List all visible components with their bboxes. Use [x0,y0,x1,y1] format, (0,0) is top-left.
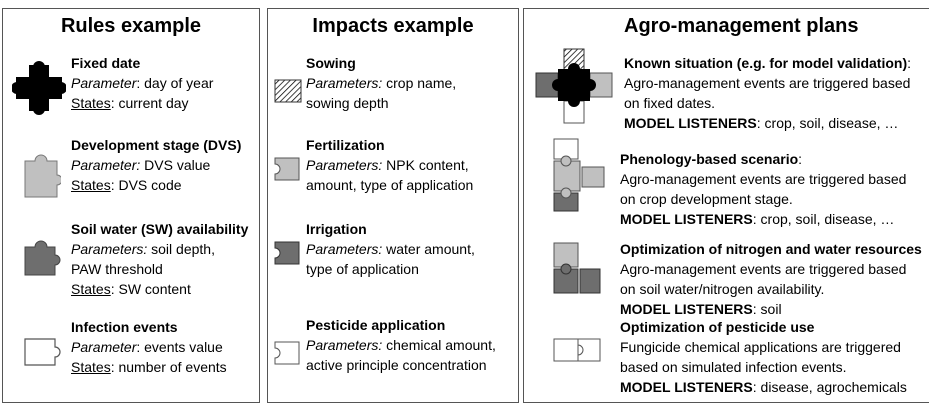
puzzle-piece-dark-gray-icon [24,240,61,276]
param-value: : day of year [136,75,214,91]
listeners-value: : soil [752,301,782,317]
param-value: chemical amount, [382,337,496,353]
param-label: Parameters: [306,157,383,173]
listeners-label: MODEL LISTENERS [620,301,753,317]
composite-puzzle-phenology-icon [553,138,605,212]
rule-name: Soil water (SW) availability [71,221,249,237]
listeners-label: MODEL LISTENERS [624,115,757,131]
states-label: States [71,177,111,193]
composite-puzzle-known-situation-icon [535,48,613,124]
impact-name: Pesticide application [306,317,446,333]
param-value-cont: PAW threshold [71,261,163,277]
puzzle-piece-white-icon [24,338,61,366]
hatched-block-icon [274,79,302,103]
puzzle-piece-light-gray-icon [24,154,61,198]
plan-name-suffix: : [798,151,803,167]
rule-infection: Infection events Parameter: events value… [71,317,227,377]
rules-title: Rules example [60,15,202,37]
plan-pesticide: Optimization of pesticide use Fungicide … [620,317,907,397]
states-label: States [71,281,111,297]
plan-name: Optimization of nitrogen and water resou… [620,241,922,257]
param-value: soil depth, [147,241,215,257]
rule-dvs: Development stage (DVS) Parameter: DVS v… [71,135,241,195]
plan-desc-line1: Agro-management events are triggered bas… [620,261,907,277]
param-value-cont: amount, type of application [306,177,474,193]
param-label: Parameter [71,75,137,91]
plans-title: Agro-management plans [624,15,859,37]
param-value: NPK content, [382,157,469,173]
param-value: crop name, [382,75,457,91]
states-value: : number of events [110,359,227,375]
states-value: : current day [110,95,189,111]
dark-gray-socket-icon [274,241,300,265]
listeners-label: MODEL LISTENERS [620,211,753,227]
listeners-label: MODEL LISTENERS [620,379,753,395]
rule-name: Development stage (DVS) [71,137,242,153]
rules-panel: Rules example Fixed date Parameter: day … [2,8,260,403]
plans-panel: Agro-management plans Known situation (e… [523,8,929,403]
param-value-cont: type of application [306,261,419,277]
plan-name-suffix: : [907,55,912,71]
param-label: Parameters: [71,241,148,257]
composite-puzzle-pesticide-icon [553,338,601,362]
impact-sowing: Sowing Parameters: crop name, sowing dep… [306,53,456,113]
rule-soil-water: Soil water (SW) availability Parameters:… [71,219,248,299]
puzzle-piece-black-icon [12,61,66,115]
impact-irrigation: Irrigation Parameters: water amount, typ… [306,219,475,279]
impacts-title: Impacts example [312,15,474,37]
param-value: : events value [136,339,223,355]
rule-fixed-date: Fixed date Parameter: day of year States… [71,53,213,113]
param-label: Parameter [71,339,137,355]
listeners-value: : crop, soil, disease, … [752,211,895,227]
listeners-value: : disease, agrochemicals [752,379,907,395]
plan-desc-line2: on crop development stage. [620,191,793,207]
param-label: Parameters: [306,241,383,257]
listeners-value: : crop, soil, disease, … [756,115,899,131]
composite-puzzle-nitrogen-water-icon [553,242,601,294]
plan-name: Phenology-based scenario [620,151,799,167]
param-label: Parameters: [306,75,383,91]
param-value-cont: active principle concentration [306,357,487,373]
plan-desc-line2: on soil water/nitrogen availability. [620,281,825,297]
impacts-panel: Impacts example Sowing Parameters: crop … [267,8,519,403]
plan-phenology: Phenology-based scenario: Agro-managemen… [620,149,906,229]
light-gray-socket-icon [274,157,300,181]
param-value: DVS value [140,157,211,173]
white-socket-icon [274,341,300,365]
rule-name: Infection events [71,319,178,335]
plan-known-situation: Known situation (e.g. for model validati… [624,53,911,133]
plan-name: Known situation (e.g. for model validati… [624,55,908,71]
plan-desc-line2: on fixed dates. [624,95,716,111]
states-label: States [71,359,111,375]
plan-desc-line1: Agro-management events are triggered bas… [624,75,911,91]
plan-nitrogen-water: Optimization of nitrogen and water resou… [620,239,922,319]
plan-name: Optimization of pesticide use [620,319,815,335]
states-value: : DVS code [110,177,182,193]
param-value-cont: sowing depth [306,95,389,111]
impact-name: Sowing [306,55,356,71]
plan-desc-line1: Agro-management events are triggered bas… [620,171,907,187]
param-value: water amount, [382,241,475,257]
impact-fertilization: Fertilization Parameters: NPK content, a… [306,135,473,195]
plan-desc-line1: Fungicide chemical applications are trig… [620,339,901,355]
states-label: States [71,95,111,111]
rule-name: Fixed date [71,55,141,71]
impact-name: Irrigation [306,221,367,237]
states-value: : SW content [110,281,191,297]
impact-name: Fertilization [306,137,385,153]
param-label: Parameters: [306,337,383,353]
impact-pesticide: Pesticide application Parameters: chemic… [306,315,496,375]
param-label: Parameter: [71,157,141,173]
plan-desc-line2: based on simulated infection events. [620,359,847,375]
